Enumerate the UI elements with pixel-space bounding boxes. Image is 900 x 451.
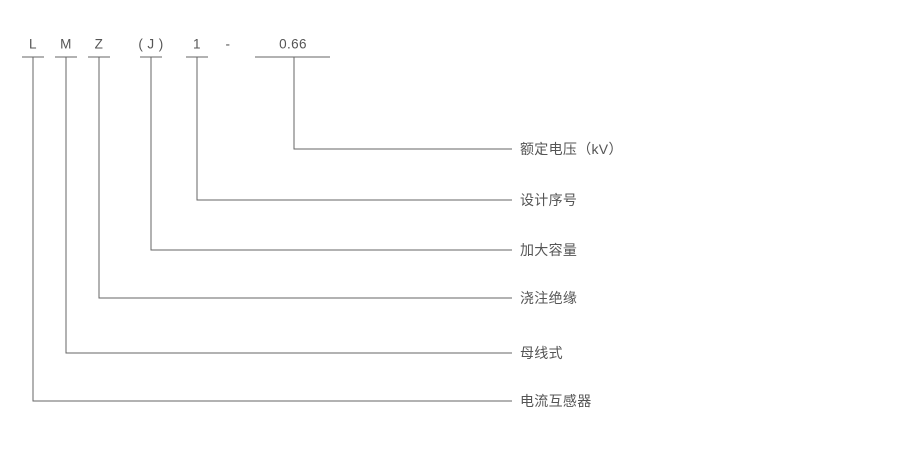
leader-current-transformer-line: [22, 56, 512, 402]
leader-design-serial-line: [186, 56, 512, 201]
leader-design-serial-label: 设计序号: [520, 192, 578, 208]
token-m: M: [60, 36, 72, 52]
leader-current-transformer-label: 电流互感器: [520, 393, 592, 409]
leader-cast-insulation-line: [88, 56, 512, 299]
leader-enlarged-capacity-line: [140, 56, 512, 251]
leader-rated-voltage-label: 额定电压（kV）: [520, 141, 623, 157]
leader-cast-insulation-label: 浇注绝缘: [520, 290, 578, 306]
token-j: ( J ): [138, 36, 164, 52]
token-dash: -: [225, 36, 231, 52]
leader-busbar-type-label: 母线式: [520, 345, 563, 361]
leader-rated-voltage-line: [255, 56, 512, 150]
token-l: L: [29, 36, 37, 52]
leader-enlarged-capacity-label: 加大容量: [520, 242, 578, 258]
token-066: 0.66: [279, 36, 307, 52]
token-1: 1: [193, 36, 201, 52]
leader-busbar-type-line: [55, 56, 512, 354]
token-z: Z: [94, 36, 104, 52]
